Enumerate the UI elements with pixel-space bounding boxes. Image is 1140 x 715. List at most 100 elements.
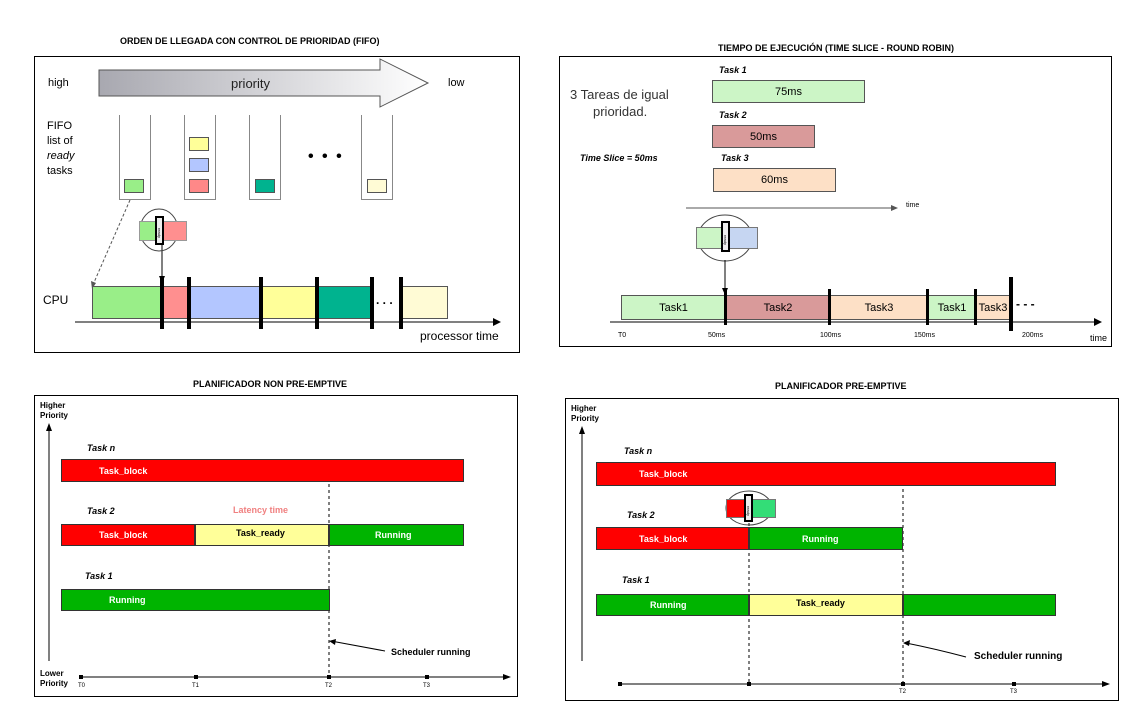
- pr-task1-label: Task 1: [622, 575, 650, 585]
- rr-desc-line2: prioridad.: [593, 104, 648, 119]
- queue-task-green: [124, 179, 144, 193]
- queue-task-red: [189, 179, 209, 193]
- rr-t200: 200ms: [1022, 332, 1044, 339]
- np-taskn-block: Task_block: [61, 459, 464, 482]
- pr-task1-running-text: Running: [650, 600, 687, 610]
- rr-panel: Task 1 75ms Task 2 50ms Task 3 60ms 3 Ta…: [559, 56, 1112, 347]
- cpu-seg-blue: [189, 286, 261, 319]
- rr-seg2-text: Task2: [763, 301, 793, 314]
- np-h1: Higher: [40, 401, 66, 410]
- processor-time-label: processor time: [420, 329, 499, 343]
- np-task2-label: Task 2: [87, 506, 115, 516]
- pr-t2: T2: [899, 689, 907, 695]
- mag-ready-tag: ready: [155, 216, 164, 245]
- cpu-tick-5: [370, 277, 374, 329]
- priority-label: priority: [231, 76, 271, 91]
- pre-title: PLANIFICADOR PRE-EMPTIVE: [775, 381, 907, 391]
- np-task1-label: Task 1: [85, 571, 113, 581]
- rr-small-time-label: time: [906, 202, 920, 209]
- pr-t3: T3: [1010, 689, 1018, 695]
- np-task2-ready: Task_ready: [195, 524, 329, 546]
- rr-task1-value: 75ms: [775, 85, 802, 98]
- np-task2-block-text: Task_block: [99, 530, 148, 540]
- np-h2: Priority: [40, 411, 69, 420]
- pr-task1-ready: Task_ready: [749, 594, 903, 616]
- rr-tick-200: [1009, 277, 1013, 331]
- np-task2-block: Task_block: [61, 524, 195, 546]
- np-l1: Lower: [40, 669, 64, 678]
- pr-mag-ready-text: ready: [746, 506, 751, 517]
- pr-task2-label: Task 2: [627, 510, 655, 520]
- rr-time-slice: Time Slice = 50ms: [580, 153, 658, 163]
- pr-taskn-text: Task_block: [639, 469, 688, 479]
- mag-ready-text: ready: [157, 228, 162, 239]
- pr-taskn-block: Task_block: [596, 462, 1056, 486]
- np-task2-running-text: Running: [375, 530, 412, 540]
- np-task1-running-text: Running: [109, 595, 146, 605]
- cpu-dots: . . .: [376, 293, 393, 307]
- rr-seg-task2: Task2: [726, 295, 830, 320]
- mag-red: [161, 221, 187, 241]
- pr-task2-block: Task_block: [596, 527, 749, 550]
- np-t2: T2: [325, 683, 333, 689]
- pr-h1: Higher: [571, 404, 597, 413]
- rr-task1-label: Task 1: [719, 65, 747, 75]
- fifo-low-label: low: [448, 77, 465, 89]
- rr-seg-task3-b: Task3: [976, 295, 1010, 320]
- np-task2-running: Running: [329, 524, 464, 546]
- rr-task1-bar: 75ms: [712, 80, 865, 103]
- np-l2: Priority: [40, 679, 69, 688]
- cpu-tick-2: [187, 277, 191, 329]
- pr-taskn-label: Task n: [624, 446, 653, 456]
- queue-tube-2: [184, 115, 216, 200]
- rr-dots: - - -: [1016, 297, 1035, 311]
- fifo-l4: tasks: [47, 165, 73, 177]
- rr-task3-label: Task 3: [721, 153, 749, 163]
- rr-tick-50: [724, 289, 727, 325]
- np-t1: T1: [192, 683, 200, 689]
- cpu-seg-teal: [317, 286, 372, 319]
- pr-task1-ready-text: Task_ready: [796, 598, 845, 608]
- rr-task3-value: 60ms: [761, 174, 788, 186]
- queue-task-teal: [255, 179, 275, 193]
- nonpre-title: PLANIFICADOR NON PRE-EMPTIVE: [193, 379, 348, 389]
- fifo-dashed-arrow: [91, 199, 131, 288]
- fifo-l1: FIFO: [47, 120, 73, 132]
- rr-time-label: time: [1090, 333, 1108, 343]
- np-taskn-label: Task n: [87, 443, 116, 453]
- fifo-panel: high low priority FIFO list of ready tas…: [34, 56, 520, 353]
- pr-scheduler-pointer: [905, 642, 967, 658]
- pr-mag-ready-tag: ready: [744, 494, 753, 522]
- rr-seg4-text: Task1: [937, 301, 967, 314]
- pr-scheduler-label: Scheduler running: [974, 651, 1063, 662]
- pr-task2-block-text: Task_block: [639, 533, 688, 544]
- cpu-tick-3: [259, 277, 263, 329]
- cpu-tick-1: [160, 277, 164, 329]
- rr-title: TIEMPO DE EJECUCIÓN (TIME SLICE - ROUND …: [718, 43, 955, 53]
- rr-task2-label: Task 2: [719, 110, 747, 120]
- rr-mag-ready-tag: ready: [721, 221, 730, 252]
- np-scheduler-label: Scheduler running: [391, 647, 471, 657]
- nonpre-drawing: [46, 423, 511, 680]
- queue-task-cream: [367, 179, 387, 193]
- cpu-seg-yellow: [261, 286, 317, 319]
- queue-dots: • • •: [308, 148, 344, 165]
- rr-task3-bar: 60ms: [713, 168, 836, 192]
- rr-tick-100: [828, 289, 831, 325]
- np-scheduler-pointer: [330, 640, 386, 652]
- fifo-list-label: FIFO list of ready tasks: [47, 119, 75, 179]
- pr-h2: Priority: [571, 414, 600, 423]
- rr-t100: 100ms: [820, 332, 842, 339]
- rr-seg-task1-b: Task1: [928, 295, 976, 320]
- np-task1-running: Running: [61, 589, 330, 611]
- cpu-tick-6: [399, 277, 403, 329]
- cpu-seg-cream: [401, 286, 448, 319]
- rr-mag-blue: [726, 227, 758, 249]
- queue-tube-1: [119, 115, 151, 200]
- pr-task2-running: Running: [749, 527, 903, 550]
- queue-tube-4: [361, 115, 393, 200]
- rr-tick-175: [974, 289, 977, 325]
- np-latency-label: Latency time: [233, 505, 289, 515]
